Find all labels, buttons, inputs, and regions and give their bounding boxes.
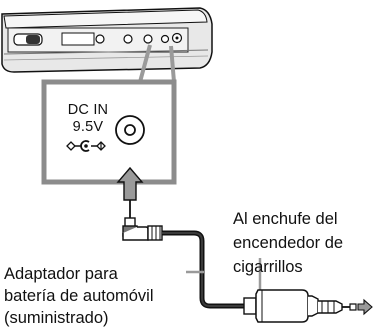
adapter-callout-line-3: (suministrado) [4, 309, 109, 327]
polarity-symbol-icon [66, 140, 106, 152]
car-lighter-callout: Al enchufe del encendedor de cigarrillos [233, 207, 343, 279]
zoom-guide-lines [138, 44, 176, 83]
adapter-callout-line-2: batería de automóvil [4, 287, 154, 305]
dc-in-port-panel [41, 79, 177, 185]
voltage-label: 9.5V [72, 119, 104, 135]
car-lighter-callout-line-3: cigarrillos [233, 258, 303, 276]
direction-arrow-icon [357, 298, 373, 316]
insert-arrow-icon [116, 166, 144, 201]
car-battery-adapter [243, 289, 357, 323]
adapter-callout: Adaptador para batería de automóvil (sum… [4, 263, 154, 329]
dc-plug [122, 200, 163, 241]
car-lighter-callout-line-1: Al enchufe del [233, 210, 338, 228]
portable-dvd-player [1, 7, 213, 73]
car-lighter-callout-line-2: encendedor de [233, 234, 344, 252]
adapter-cable [162, 230, 244, 309]
adapter-callout-line-1: Adaptador para [4, 265, 118, 283]
dc-in-label: DC IN [67, 102, 109, 118]
